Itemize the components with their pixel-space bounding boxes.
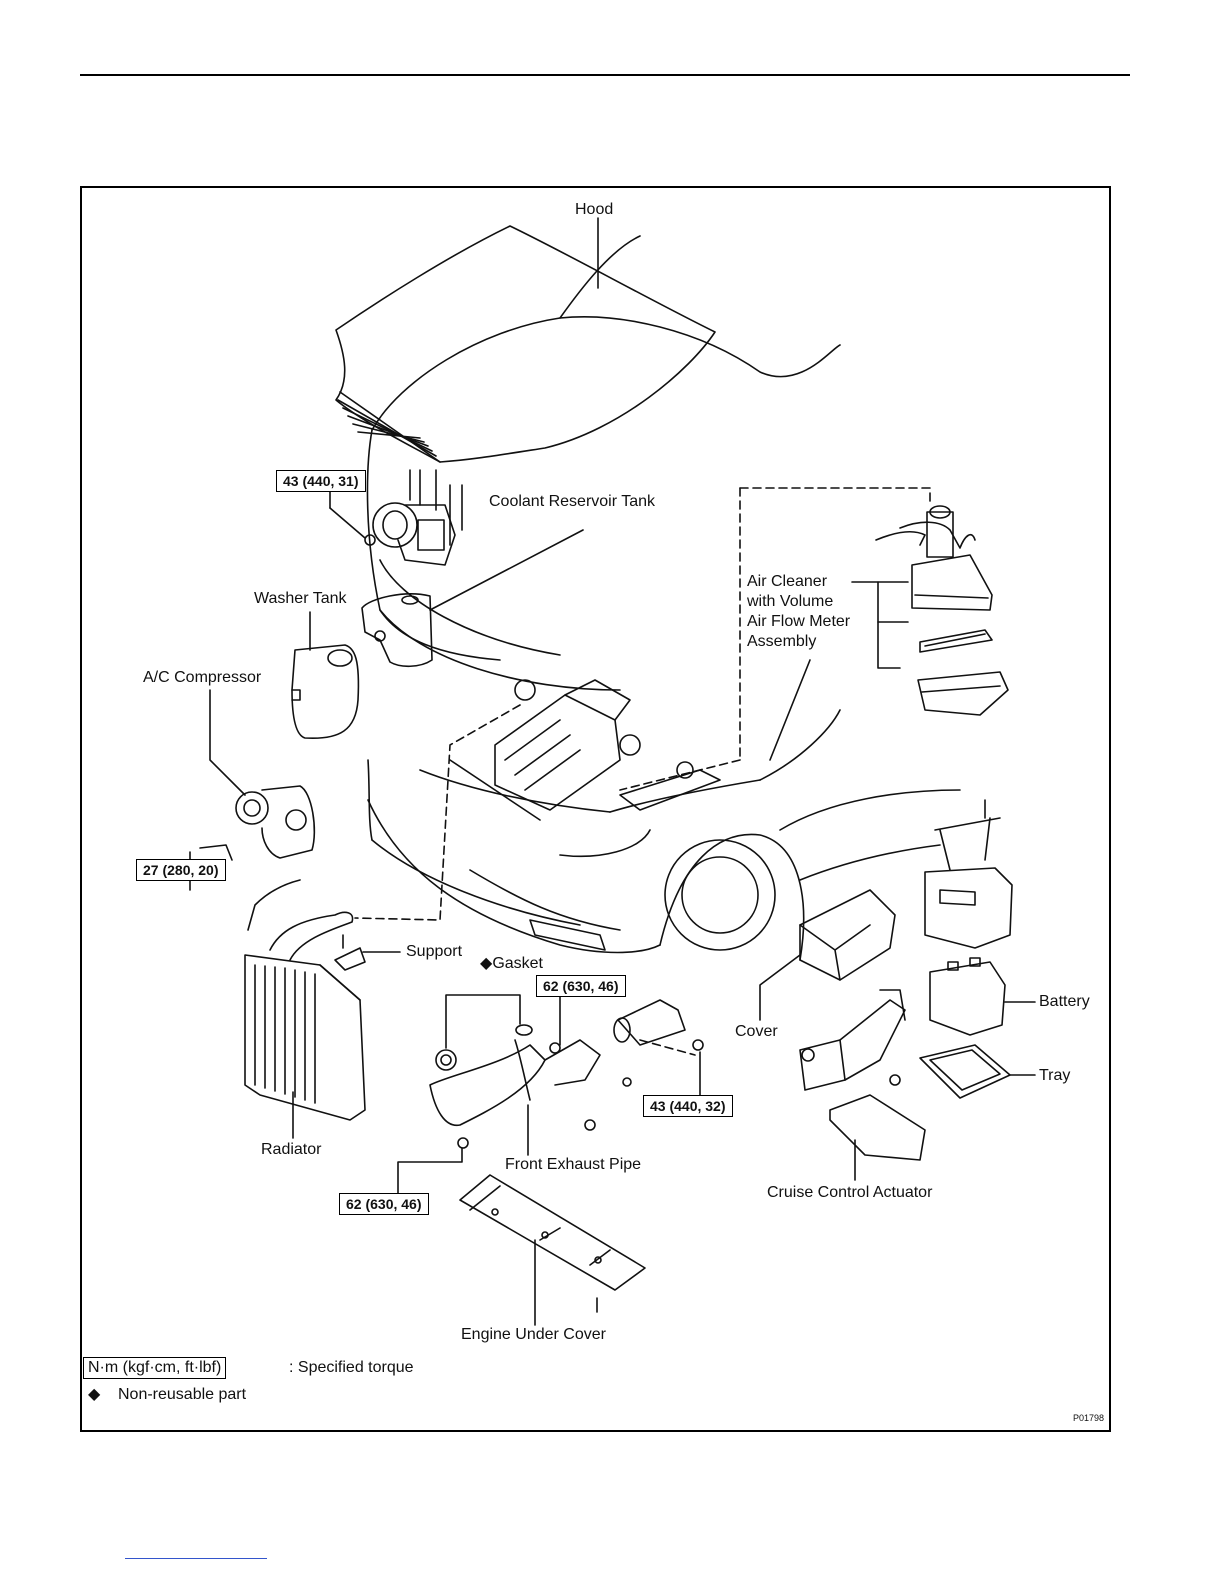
radiator-drawing [244, 879, 366, 1121]
label-air-cleaner-line-3: Air Flow Meter [747, 613, 851, 630]
label-washer-tank: Washer Tank [254, 590, 347, 607]
label-hood: Hood [575, 201, 614, 218]
washer-tank-drawing [291, 644, 360, 740]
diagram-frame [80, 186, 1111, 1432]
torque-spec-ac-bolt: 27 (280, 20) [136, 859, 226, 881]
assembly-guide-lines [354, 487, 931, 1056]
legend-nonreusable-desc: Non-reusable part [118, 1386, 247, 1403]
vehicle-body-drawing [366, 235, 961, 961]
legend-torque-desc: : Specified torque [289, 1359, 414, 1376]
label-coolant-reservoir-tank: Coolant Reservoir Tank [489, 493, 656, 510]
legend-torque-unit: N·m (kgf·cm, ft·lbf) [83, 1357, 227, 1379]
t5-leader [397, 1147, 463, 1194]
label-gasket: ◆Gasket [480, 954, 543, 974]
cover-leader [759, 954, 801, 1021]
pump-assembly-drawing [364, 469, 463, 566]
label-gasket-text: Gasket [492, 955, 543, 972]
tray-drawing [919, 1044, 1011, 1099]
label-support: Support [406, 943, 463, 960]
torque-spec-exhaust-rear: 43 (440, 32) [643, 1095, 733, 1117]
torque-spec-exhaust-lower: 62 (630, 46) [339, 1193, 429, 1215]
header-rule [80, 74, 1130, 76]
label-air-cleaner: Air Cleaner with Volume Air Flow Meter A… [747, 572, 850, 652]
nonreusable-marker: ◆ [480, 955, 493, 972]
battery-box-drawing [924, 867, 1013, 949]
air-cleaner-drawing [875, 505, 1009, 716]
label-engine-under-cover: Engine Under Cover [461, 1326, 606, 1343]
footer-link-underline[interactable] [125, 1558, 267, 1559]
label-battery: Battery [1039, 993, 1090, 1010]
coolant-tank-drawing [361, 593, 433, 668]
engine-under-cover-drawing [459, 1174, 646, 1313]
label-cover: Cover [735, 1023, 778, 1040]
figure-id: P01798 [1073, 1413, 1105, 1423]
label-ac-compressor: A/C Compressor [143, 669, 262, 686]
gasket-leader [445, 994, 521, 1049]
torque-spec-exhaust-upper: 62 (630, 46) [536, 975, 626, 997]
battery-drawing [929, 957, 1006, 1036]
label-air-cleaner-line-4: Assembly [747, 633, 817, 650]
ac-leader [209, 689, 246, 796]
exhaust-pipe-drawing [429, 999, 704, 1149]
label-tray: Tray [1039, 1067, 1071, 1084]
air-cleaner-leader [769, 659, 811, 761]
battery-clamp-drawing [934, 799, 1001, 871]
label-air-cleaner-line-1: Air Cleaner [747, 573, 828, 590]
support-drawing [334, 934, 366, 971]
label-cruise-control-actuator: Cruise Control Actuator [767, 1184, 933, 1201]
label-front-exhaust-pipe: Front Exhaust Pipe [505, 1156, 642, 1173]
label-radiator: Radiator [261, 1141, 322, 1158]
hood-drawing [335, 225, 716, 463]
legend-nonreusable-symbol: ◆ [88, 1386, 101, 1403]
cover-drawing [799, 889, 896, 981]
cruise-control-drawing [799, 989, 926, 1161]
air-cleaner-bracket [851, 581, 901, 669]
coolant-leader [429, 529, 584, 611]
torque-spec-pump: 43 (440, 31) [276, 470, 366, 492]
label-air-cleaner-line-2: with Volume [747, 593, 834, 610]
